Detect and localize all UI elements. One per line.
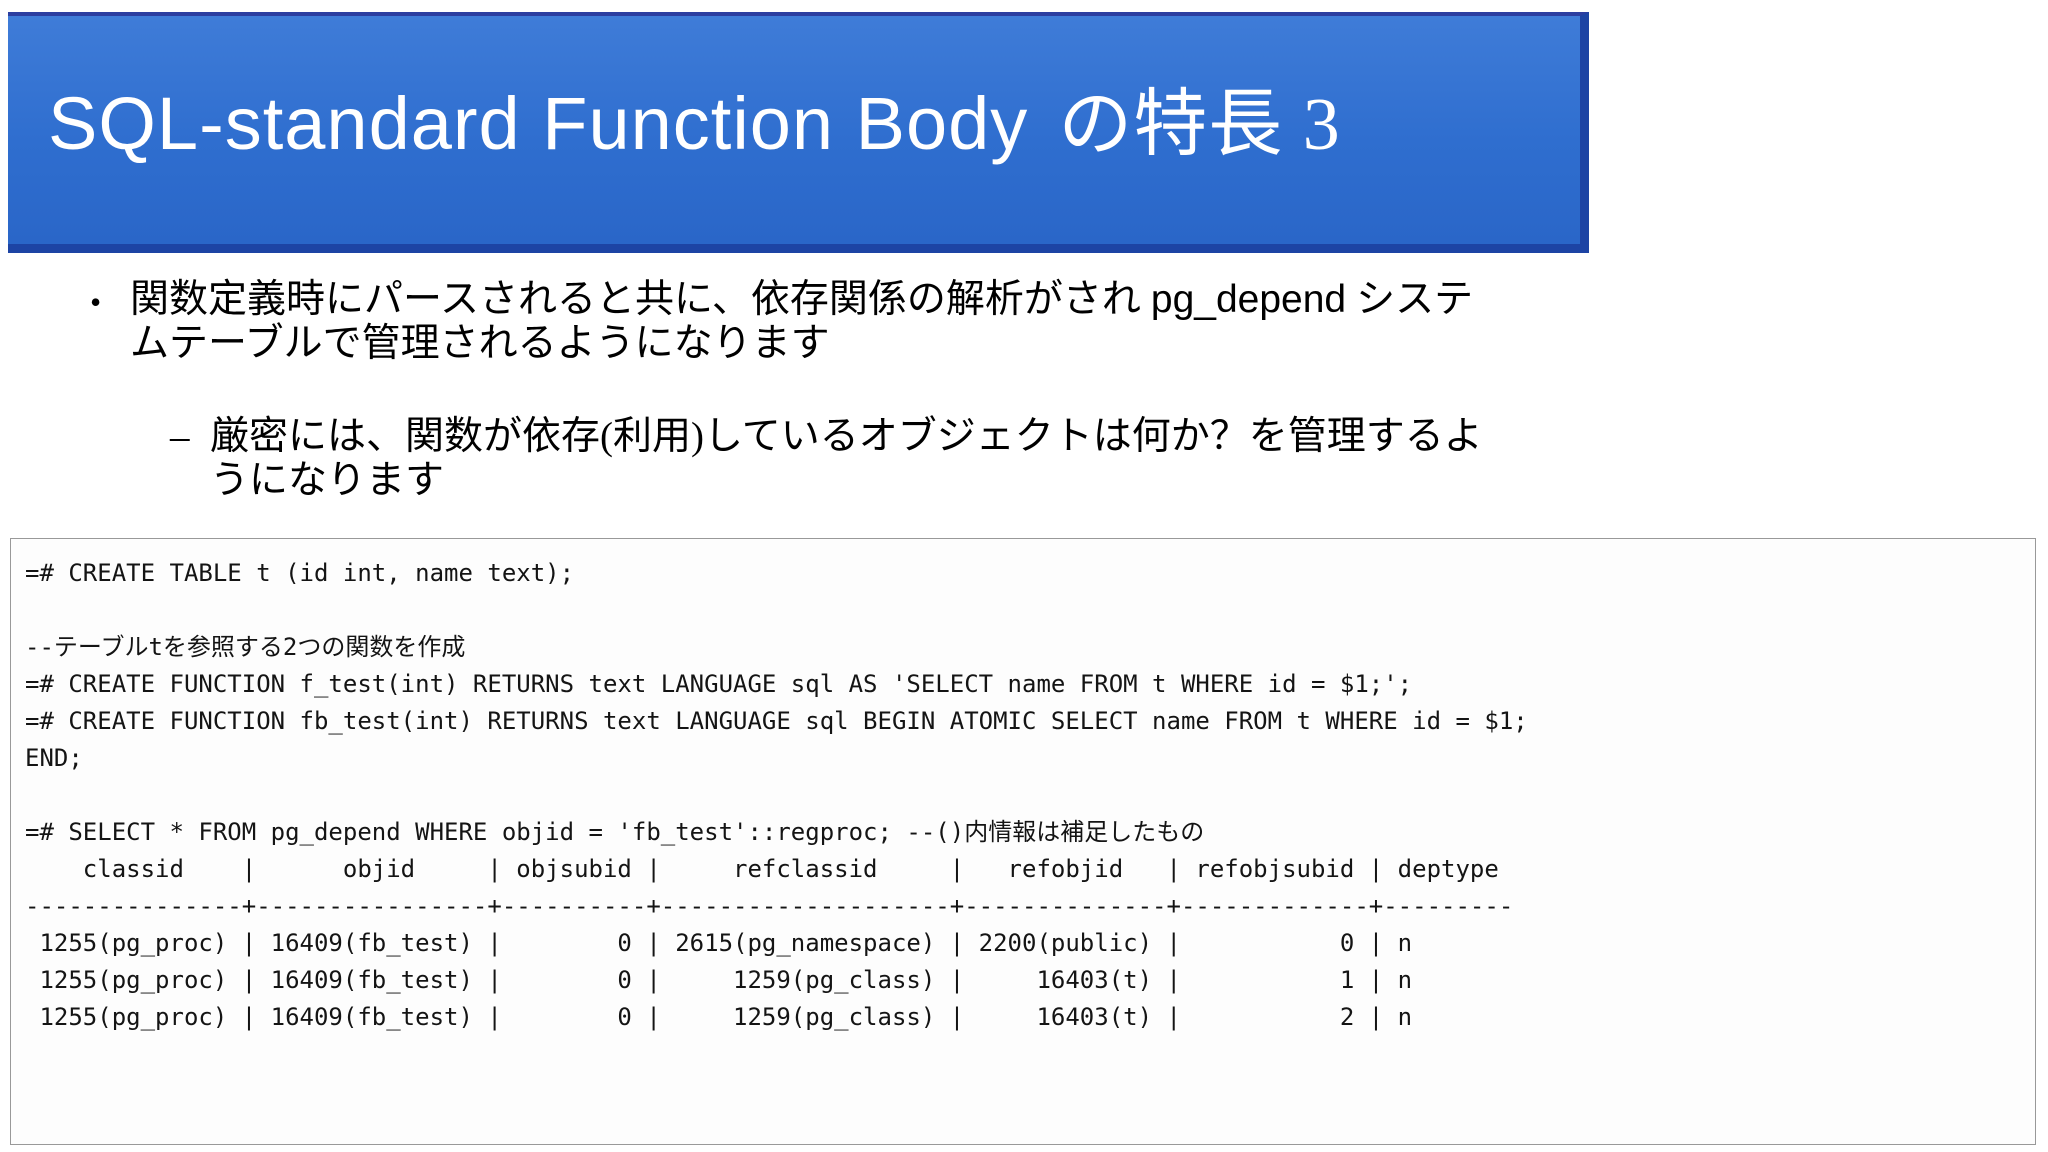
terminal-line-2 bbox=[25, 592, 2035, 629]
bullet-1-line1-post: システ bbox=[1356, 278, 1474, 321]
title-bar: SQL-standard Function Body の特長 3 bbox=[8, 12, 1589, 253]
terminal-output-box: =# CREATE TABLE t (id int, name text); -… bbox=[10, 538, 2036, 1145]
page-title: SQL-standard Function Body の特長 3 bbox=[48, 64, 1341, 171]
terminal-line-6: END; bbox=[25, 744, 83, 772]
title-latin-text: SQL-standard Function Body bbox=[48, 82, 1029, 165]
terminal-line-5: =# CREATE FUNCTION fb_test(int) RETURNS … bbox=[25, 707, 1528, 735]
psql-table-row-2: 1255(pg_proc) | 16409(fb_test) | 0 | 125… bbox=[25, 966, 1413, 994]
pg-depend-inline-code: pg_depend bbox=[1150, 278, 1347, 321]
terminal-line-1: =# CREATE TABLE t (id int, name text); bbox=[25, 559, 575, 587]
psql-table-row-3: 1255(pg_proc) | 16409(fb_test) | 0 | 125… bbox=[25, 1003, 1413, 1031]
terminal-line-8: =# SELECT * FROM pg_depend WHERE objid =… bbox=[25, 818, 1205, 846]
psql-table-header-line: classid | objid | objsubid | refclassid … bbox=[25, 855, 1499, 883]
psql-table-row-1: 1255(pg_proc) | 16409(fb_test) | 0 | 261… bbox=[25, 929, 1413, 957]
terminal-line-3: --テーブルtを参照する2つの関数を作成 bbox=[25, 633, 466, 661]
bullet-item-2-sub: – 厳密には、関数が依存(利用)しているオブジェクトは何か？を管理するようになり… bbox=[170, 415, 1650, 503]
dash-marker: – bbox=[170, 415, 190, 458]
bullet-1-line2: ムテーブルで管理されるようになります bbox=[130, 322, 830, 365]
bullet-dot-marker: • bbox=[90, 284, 102, 320]
psql-table-separator-line: ---------------+----------------+-------… bbox=[25, 892, 1514, 920]
terminal-line-7 bbox=[25, 777, 2035, 814]
bullet-2-line1: 厳密には、関数が依存(利用)しているオブジェクトは何か？を管理するよ bbox=[210, 415, 1483, 458]
bullet-2-text: 厳密には、関数が依存(利用)しているオブジェクトは何か？を管理するようになります bbox=[210, 415, 1483, 503]
terminal-line-4: =# CREATE FUNCTION f_test(int) RETURNS t… bbox=[25, 670, 1413, 698]
bullet-1-line1-pre: 関数定義時にパースされると共に、依存関係の解析がされ bbox=[130, 278, 1141, 321]
title-japanese-text: の特長 3 bbox=[1058, 84, 1341, 166]
bullet-2-line2: うになります bbox=[210, 459, 445, 502]
